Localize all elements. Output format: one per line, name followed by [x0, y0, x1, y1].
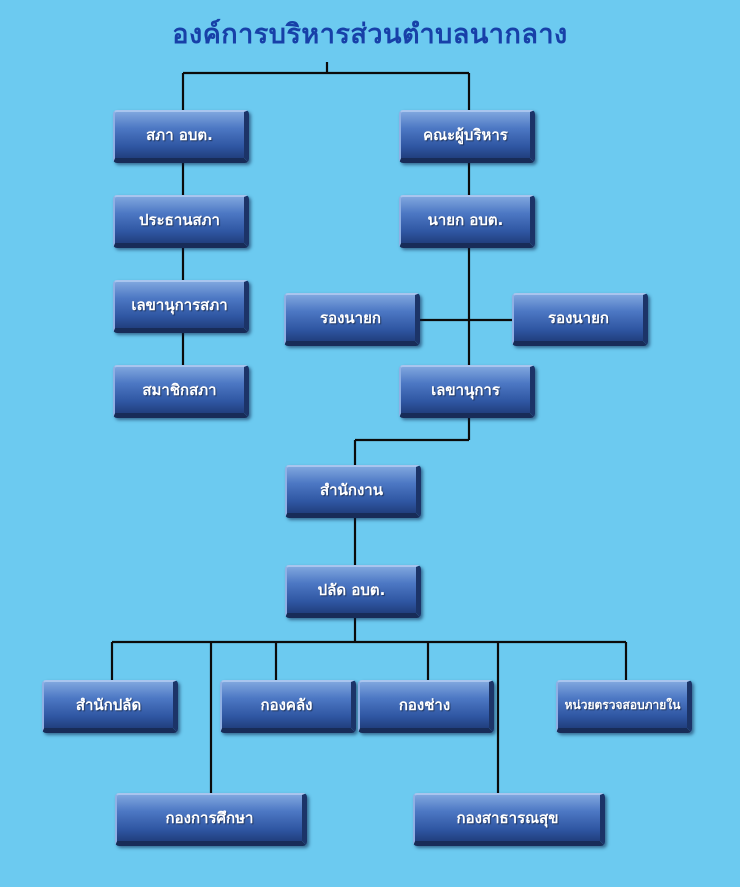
- node-mayor: นายก อบต.: [399, 195, 535, 248]
- page-title: องค์การบริหารส่วนตำบลนากลาง: [172, 19, 568, 50]
- node-deputy-mayor-left: รองนายก: [284, 293, 420, 346]
- node-council-chair: ประธานสภา: [113, 195, 249, 248]
- node-council: สภา อบต.: [113, 110, 249, 163]
- node-secretary: เลขานุการ: [399, 365, 535, 418]
- node-finance-division: กองคลัง: [220, 680, 356, 733]
- node-internal-audit-unit: หน่วยตรวจสอบภายใน: [556, 680, 692, 733]
- node-council-members: สมาชิกสภา: [113, 365, 249, 418]
- node-office-chief-admin: สำนักปลัด: [42, 680, 178, 733]
- node-deputy-mayor-right: รองนายก: [512, 293, 648, 346]
- node-council-secretary: เลขานุการสภา: [113, 280, 249, 333]
- node-education-division: กองการศึกษา: [115, 793, 307, 846]
- node-engineering-division: กองช่าง: [358, 680, 494, 733]
- node-chief-admin: ปลัด อบต.: [285, 565, 421, 618]
- node-public-health-division: กองสาธารณสุข: [413, 793, 605, 846]
- node-executives: คณะผู้บริหาร: [399, 110, 535, 163]
- node-office: สำนักงาน: [285, 465, 421, 518]
